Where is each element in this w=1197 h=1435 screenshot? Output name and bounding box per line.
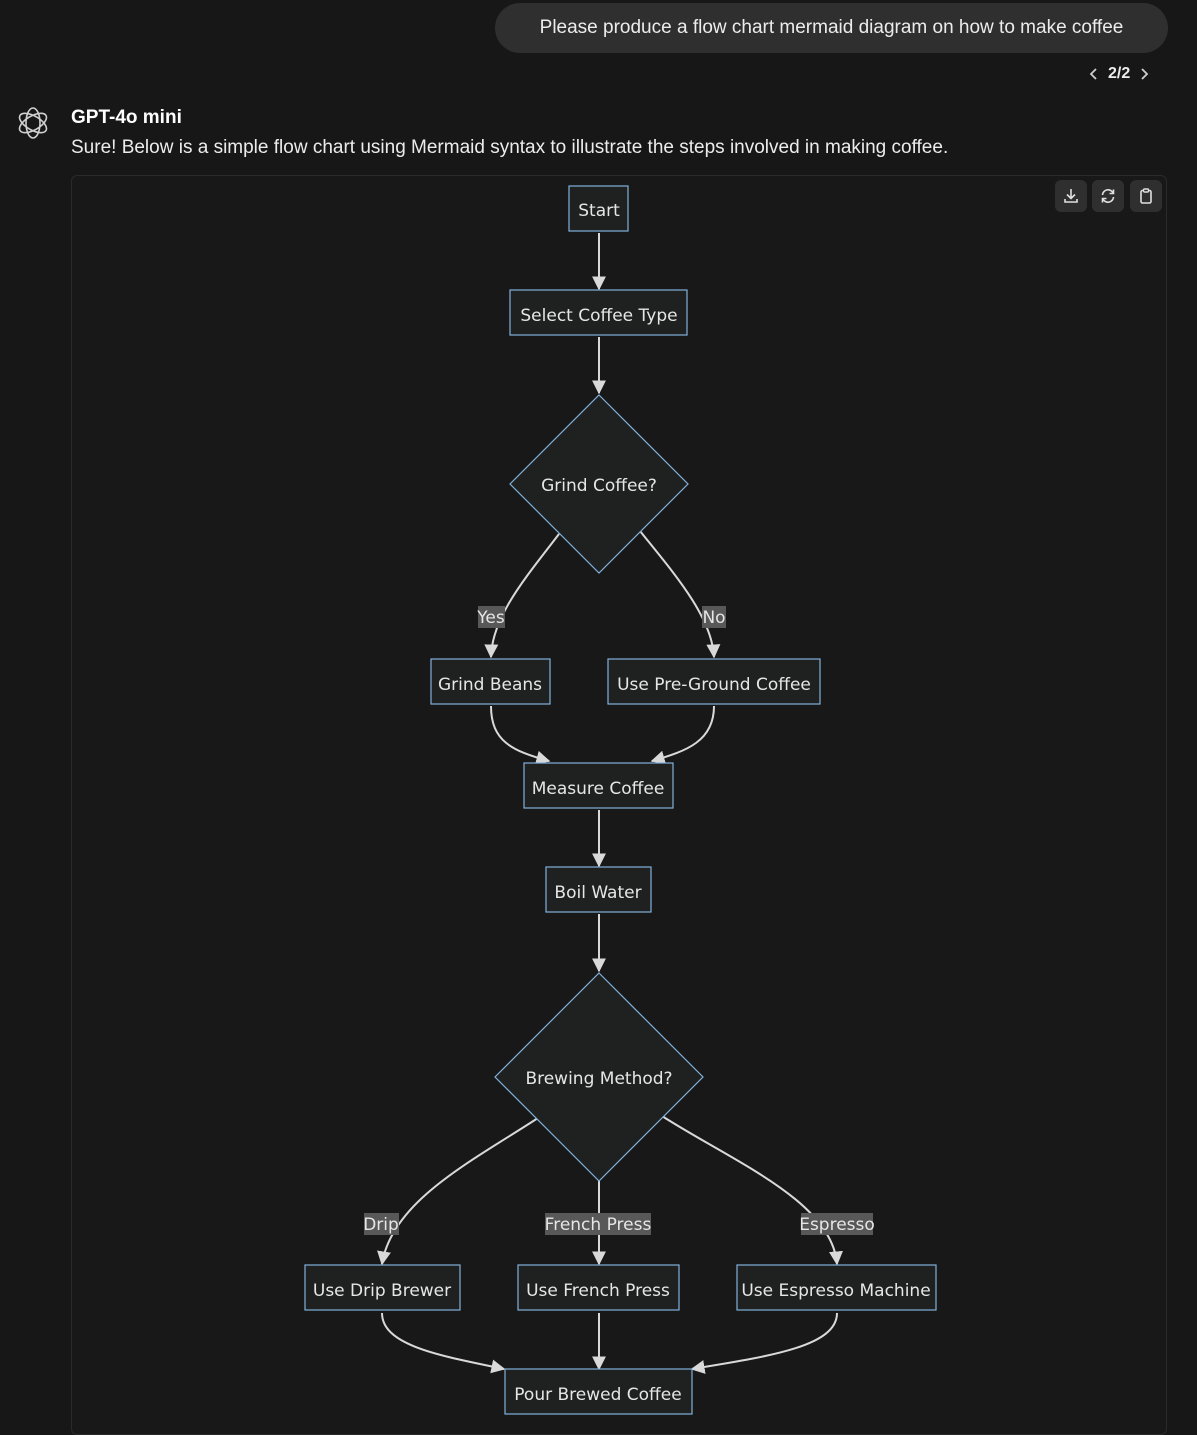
node-drip-box [304,1264,461,1311]
node-measure-coffee: Measure Coffee [532,779,665,799]
mermaid-diagram-panel: Start Select Coffee Type Grind Coffee? G… [71,175,1167,1435]
edge-espresso-pour [690,1312,838,1374]
edge-label-espresso-bg [801,1213,873,1235]
edge-label-drip: Drip [363,1215,399,1235]
node-grind-question-diamond [509,394,689,574]
edge-label-french-bg [545,1213,651,1235]
edge-espresso [661,1115,843,1266]
node-use-french-press: Use French Press [526,1281,670,1301]
chevron-right-icon[interactable] [1138,66,1150,82]
node-grind-coffee-question: Grind Coffee? [541,476,657,496]
edge-label-espresso: Espresso [799,1215,875,1235]
node-pour-box [504,1368,693,1415]
edge-yes [484,533,560,659]
node-start-box [568,185,629,232]
node-french-box [517,1264,680,1311]
edge-no [639,530,721,659]
copy-button[interactable] [1130,180,1162,212]
assistant-intro-text: Sure! Below is a simple flow chart using… [71,137,949,158]
response-pager: 2/2 [1088,62,1150,86]
node-boil-water: Boil Water [554,883,641,903]
node-select-coffee-type: Select Coffee Type [520,306,677,326]
edge-label-no: No [702,608,725,628]
openai-logo-icon [14,104,52,142]
refresh-icon [1101,189,1115,203]
edge-label-drip-bg [364,1213,399,1235]
node-select-box [509,289,688,336]
edge-label-french-press: French Press [545,1215,652,1235]
node-measure-box [523,762,674,809]
node-use-pre-ground: Use Pre-Ground Coffee [617,675,811,695]
node-brewing-method-question: Brewing Method? [525,1069,672,1089]
edge-label-no-bg [702,606,726,628]
node-start: Start [578,201,620,221]
chevron-left-icon[interactable] [1088,66,1100,82]
download-button[interactable] [1055,180,1087,212]
refresh-button[interactable] [1092,180,1124,212]
clipboard-icon [1140,188,1152,204]
node-boil-box [545,866,652,913]
edge-preground-measure [650,705,715,765]
node-espresso-box [736,1264,937,1311]
download-icon [1064,189,1078,203]
model-name: GPT-4o mini [71,107,182,128]
node-method-question-diamond [494,972,704,1182]
node-grind-beans: Grind Beans [438,675,542,695]
pager-count: 2/2 [1108,65,1131,82]
node-use-drip-brewer: Use Drip Brewer [313,1281,451,1301]
edge-drip [377,1117,539,1266]
edge-grind-measure [490,705,551,765]
edge-label-yes-bg [478,606,505,628]
edge-drip-pour [381,1312,506,1374]
node-use-espresso-machine: Use Espresso Machine [741,1281,930,1301]
node-grind-beans-box [430,658,551,705]
flowchart-diagram: Start Select Coffee Type Grind Coffee? G… [304,185,937,1415]
edge-label-yes: Yes [476,608,505,628]
user-message: Please produce a flow chart mermaid diag… [495,3,1168,53]
node-pour-brewed-coffee: Pour Brewed Coffee [514,1385,681,1405]
node-pre-ground-box [607,658,821,705]
